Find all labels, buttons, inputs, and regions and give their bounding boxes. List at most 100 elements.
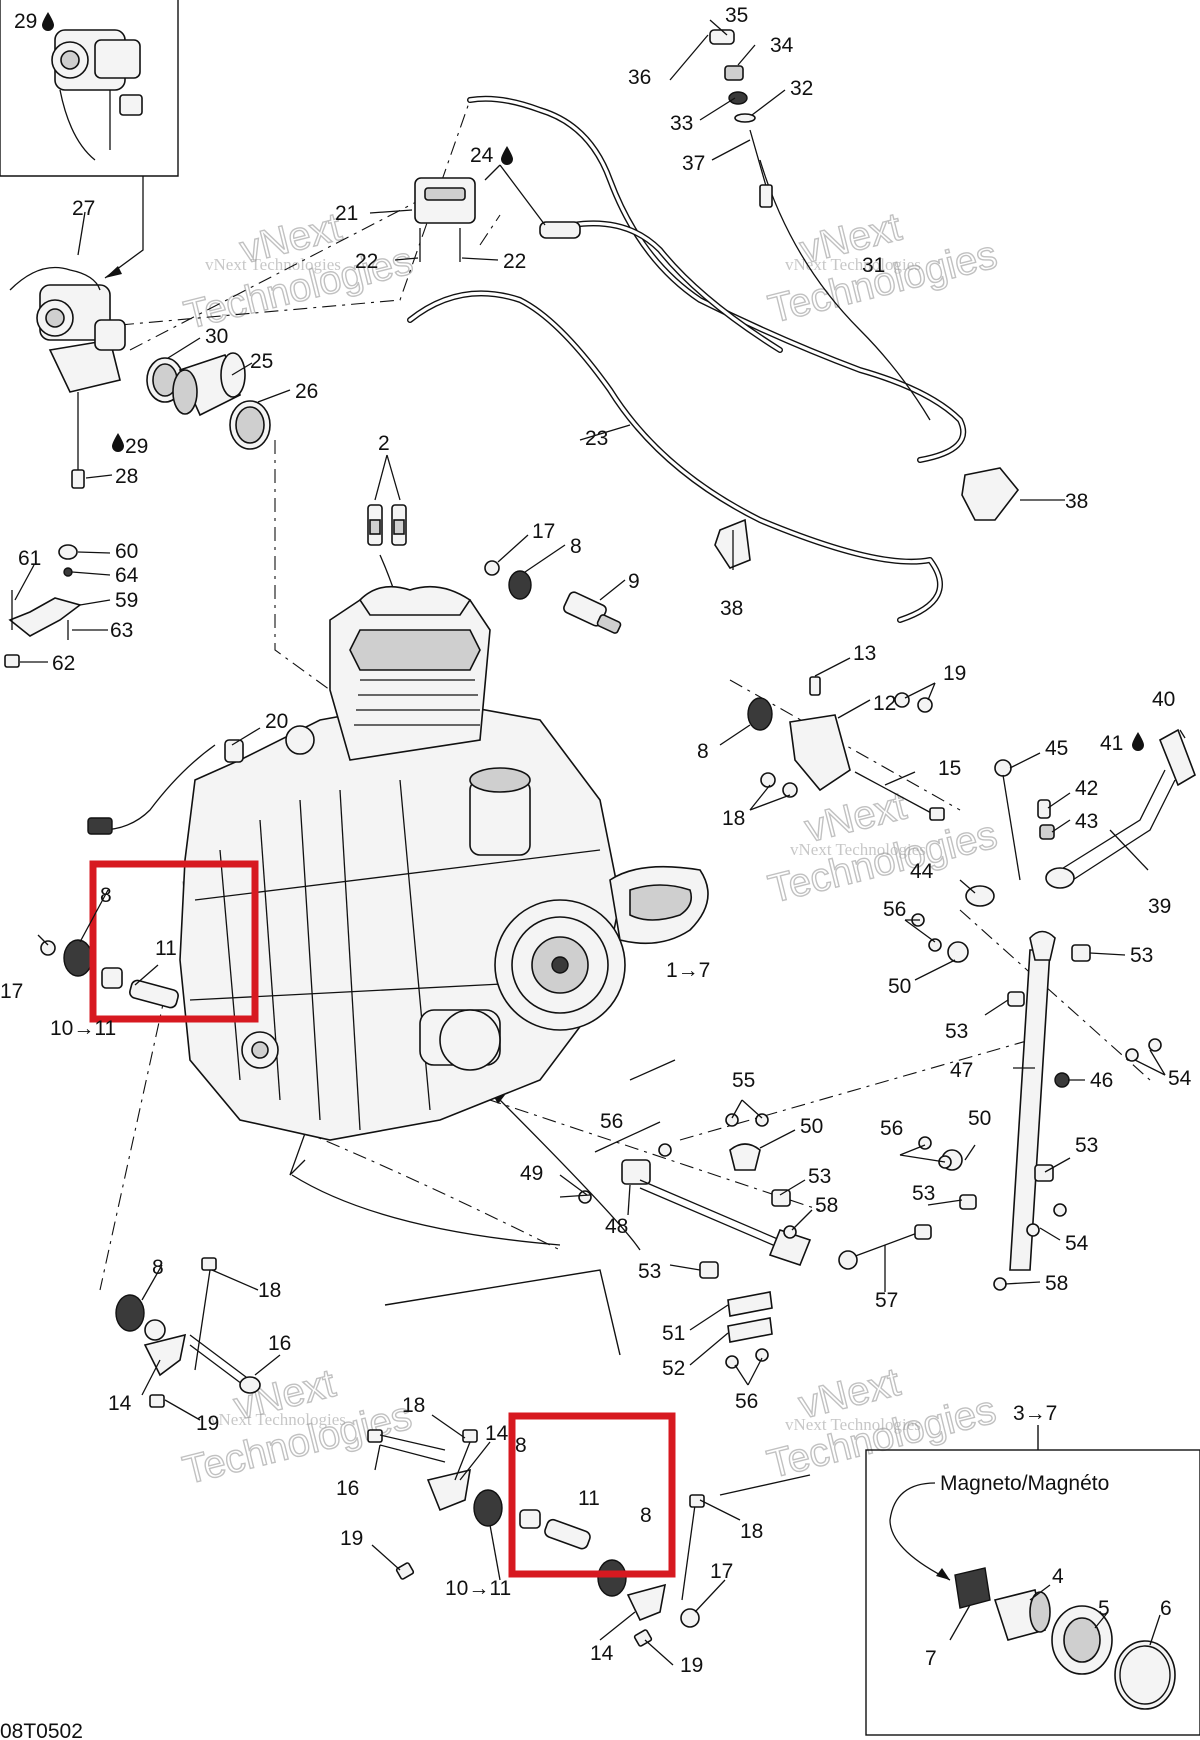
callout-39: 39 [1148, 895, 1171, 918]
callout-15: 15 [938, 757, 961, 780]
callout-28: 28 [115, 465, 138, 488]
callout-62: 62 [52, 652, 75, 675]
watermark-small-5: vNext Technologies [210, 1410, 346, 1429]
callout-56-right-low: 56 [880, 1117, 903, 1140]
callout-64: 64 [115, 564, 139, 587]
callout-30: 30 [205, 325, 228, 348]
callout-18-lower-left: 18 [258, 1279, 281, 1302]
callout-35: 35 [725, 4, 748, 27]
drawing-code: 08T0502 [0, 1720, 83, 1740]
callout-53-center: 53 [808, 1165, 831, 1188]
callout-11-left: 11 [155, 937, 177, 960]
callout-4: 4 [1052, 1565, 1064, 1588]
callout-42: 42 [1075, 777, 1098, 800]
highlight-box-left [89, 860, 259, 1023]
watermark-small-2: vNext Technologies [785, 255, 921, 274]
callout-10-11-lower: 10→11 [445, 1577, 511, 1600]
callout-53-right-top: 53 [1130, 944, 1153, 967]
callout-17-top: 17 [532, 520, 555, 543]
callout-44: 44 [910, 860, 934, 883]
callout-13: 13 [853, 642, 876, 665]
callout-57: 57 [875, 1289, 898, 1312]
carburetor-detail-box [0, 0, 179, 279]
callout-24: 24 [470, 144, 494, 167]
callout-43: 43 [1075, 810, 1098, 833]
callout-9: 9 [628, 570, 640, 593]
callout-22-left: 22 [355, 250, 378, 273]
callout-10-11-left: 10→11 [50, 1017, 116, 1040]
callout-41: 41 [1100, 732, 1123, 755]
oil-drop-icon [1132, 732, 1144, 751]
callout-25: 25 [250, 350, 273, 373]
oil-drop-icon [42, 12, 54, 31]
callout-20: 20 [265, 710, 288, 733]
callout-38-center: 38 [720, 597, 743, 620]
callout-50-right-top: 50 [888, 975, 911, 998]
callout-12: 12 [873, 692, 896, 715]
callout-19-right: 19 [943, 662, 966, 685]
callout-53-lower: 53 [638, 1260, 661, 1283]
magneto-inset: 3→7 Magneto/Magnéto [865, 1402, 1200, 1736]
callout-21: 21 [335, 202, 358, 225]
callout-18-lower-right: 18 [740, 1520, 763, 1543]
callout-36: 36 [628, 66, 651, 89]
callout-31: 31 [862, 254, 885, 277]
callout-58-center: 58 [815, 1194, 838, 1217]
callout-14-lower-left: 14 [108, 1392, 132, 1415]
callout-16-lower-left: 16 [268, 1332, 291, 1355]
callout-50-right-low: 50 [968, 1107, 991, 1130]
watermark-small-1: vNext Technologies [205, 255, 341, 274]
callout-1-7: 1→7 [666, 959, 710, 982]
callout-labels: 29 27 29 30 25 26 28 60 64 61 59 63 62 3… [0, 4, 1192, 1740]
engine-block [87, 585, 709, 1141]
callout-29: 29 [14, 10, 37, 33]
callout-5: 5 [1098, 1597, 1110, 1620]
callout-53-right-lower: 53 [912, 1182, 935, 1205]
callout-56-center: 56 [600, 1110, 623, 1133]
callout-60: 60 [115, 540, 138, 563]
callout-45: 45 [1045, 737, 1068, 760]
callout-8-top: 8 [570, 535, 582, 558]
callout-22-right: 22 [503, 250, 526, 273]
callout-14-lower: 14 [590, 1642, 614, 1665]
callout-6: 6 [1160, 1597, 1172, 1620]
callout-46: 46 [1090, 1069, 1113, 1092]
callout-11-lower: 11 [578, 1487, 600, 1510]
callout-8-right: 8 [697, 740, 709, 763]
callout-33: 33 [670, 112, 693, 135]
callout-8-highlight: 8 [515, 1434, 527, 1457]
callout-40: 40 [1152, 688, 1175, 711]
callout-48: 48 [605, 1215, 628, 1238]
callout-51: 51 [662, 1322, 685, 1345]
callout-59: 59 [115, 589, 138, 612]
hoses-and-cables [99, 95, 1151, 1496]
callout-8-lower-left: 8 [152, 1256, 164, 1279]
callout-63: 63 [110, 619, 133, 642]
callout-18-right: 18 [722, 807, 745, 830]
callout-37: 37 [682, 152, 705, 175]
oil-drop-icons [42, 12, 1144, 751]
watermark-small-6: vNext Technologies [785, 1415, 921, 1434]
callout-52: 52 [662, 1357, 685, 1380]
head-fins [354, 679, 480, 726]
callout-54-low: 54 [1065, 1232, 1089, 1255]
callout-17-left: 17 [0, 980, 23, 1003]
highlight-box-bottom [508, 1412, 676, 1578]
callout-53-right-mid: 53 [945, 1020, 968, 1043]
callout-7: 7 [925, 1647, 937, 1670]
callout-19-lower-center: 19 [340, 1527, 363, 1550]
callout-19-lower-left: 19 [196, 1412, 219, 1435]
watermark-small-4: vNext Technologies [790, 840, 926, 859]
callout-61: 61 [18, 547, 41, 570]
callout-53-right-low: 53 [1075, 1134, 1098, 1157]
callout-56-right-top: 56 [883, 898, 906, 921]
callout-16-lower-center: 16 [336, 1477, 359, 1500]
callout-49: 49 [520, 1162, 543, 1185]
parts [4, 29, 1196, 1647]
callout-26: 26 [295, 380, 318, 403]
callout-55: 55 [732, 1069, 755, 1092]
callout-8-lower: 8 [640, 1504, 652, 1527]
callout-56-low: 56 [735, 1390, 758, 1413]
callout-18-lower-center: 18 [402, 1394, 425, 1417]
